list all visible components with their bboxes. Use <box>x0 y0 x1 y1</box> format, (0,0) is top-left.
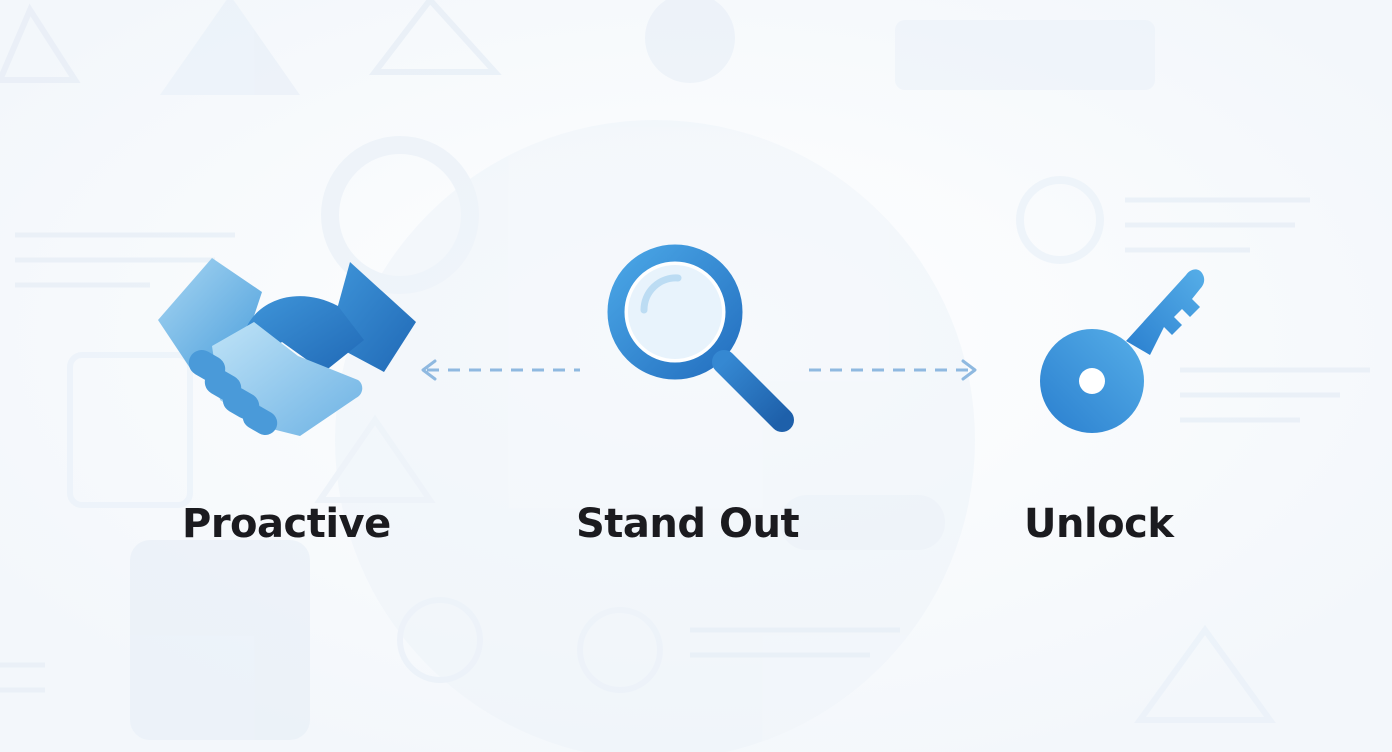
dashed-arrow-right <box>809 359 977 381</box>
label-stand-out: Stand Out <box>576 501 800 547</box>
key-icon <box>1040 269 1205 433</box>
handshake-icon <box>158 258 416 436</box>
magnifying-glass-icon <box>607 244 794 432</box>
label-proactive: Proactive <box>182 501 391 547</box>
label-unlock: Unlock <box>1024 501 1174 547</box>
dashed-arrow-left <box>421 359 580 381</box>
